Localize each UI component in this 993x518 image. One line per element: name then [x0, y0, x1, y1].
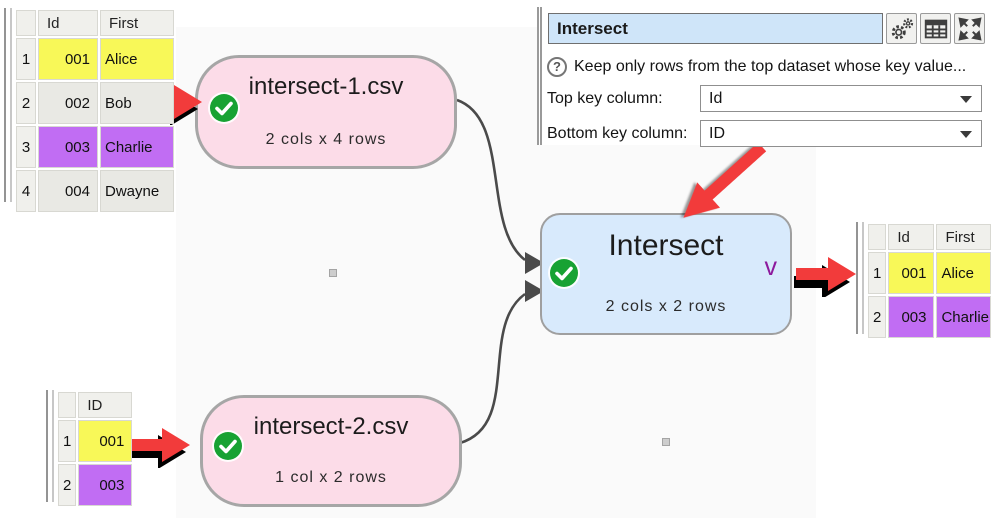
table-row: 1 001: [58, 420, 133, 462]
input-arrowhead-bottom: [525, 280, 544, 302]
gears-icon[interactable]: [886, 13, 917, 44]
corner-header: [16, 10, 36, 36]
corner-header: [868, 224, 887, 250]
row-number: 1: [868, 252, 887, 294]
row-number: 1: [58, 420, 77, 462]
cell-id: 003: [78, 464, 133, 506]
transform-settings-panel: Intersect: [537, 7, 989, 147]
connector-links: [456, 98, 544, 445]
cell-id: 004: [38, 170, 98, 212]
node-intersect-2-csv[interactable]: intersect-2.csv 1 col x 2 rows: [200, 395, 462, 507]
bottom-key-column-select[interactable]: ID: [700, 120, 982, 147]
cell-first: Bob: [100, 82, 174, 124]
cell-first: Alice: [936, 252, 991, 294]
row-number: 2: [16, 82, 36, 124]
cell-id: 001: [38, 38, 98, 80]
success-check-icon: [210, 94, 238, 122]
column-header-first: First: [100, 10, 174, 36]
chevron-down-icon: [960, 131, 972, 138]
table-icon[interactable]: [920, 13, 951, 44]
table-row: 2 003 Charlie: [868, 296, 991, 338]
cell-first: Charlie: [100, 126, 174, 168]
bottom-key-column-value: ID: [709, 124, 725, 142]
row-number: 2: [58, 464, 77, 506]
corner-header: [58, 392, 77, 418]
row-number: 3: [16, 126, 36, 168]
bottom-key-column-label: Bottom key column:: [547, 124, 688, 142]
column-header-id: ID: [78, 392, 133, 418]
table-row: 3 003 Charlie: [16, 126, 174, 168]
node-intersect-transform[interactable]: Intersect v 2 cols x 2 rows: [540, 213, 792, 335]
column-header-first: First: [936, 224, 991, 250]
node-size-label: 1 col x 2 rows: [275, 469, 387, 486]
annotation-arrow-settings: [683, 142, 767, 218]
table-row: 4 004 Dwayne: [16, 170, 174, 212]
cell-first: Alice: [100, 38, 174, 80]
grid-dot: [662, 438, 670, 446]
result-grid: Id First 1 001 Alice 2 003 Charlie: [856, 222, 993, 340]
node-title: intersect-1.csv: [248, 73, 404, 100]
top-input-grid: Id First 1 001 Alice 2 002 Bob 3 003 Cha…: [4, 8, 176, 214]
annotation-arrow-output: [794, 257, 856, 297]
column-header-id: Id: [38, 10, 98, 36]
table-row: 2 003: [58, 464, 133, 506]
transform-name-input[interactable]: Intersect: [548, 13, 883, 44]
cell-id: 001: [888, 252, 935, 294]
node-size-label: 2 cols x 4 rows: [265, 131, 387, 148]
node-size-label: 2 cols x 2 rows: [605, 298, 727, 315]
grid-dot: [329, 269, 337, 277]
row-number: 4: [16, 170, 36, 212]
top-key-column-value: Id: [709, 89, 723, 107]
cell-first: Charlie: [936, 296, 991, 338]
table-row: 1 001 Alice: [868, 252, 991, 294]
transform-description: Keep only rows from the top dataset whos…: [574, 58, 967, 75]
expand-icon[interactable]: [954, 13, 985, 44]
grid-edge-strip: [46, 390, 54, 502]
grid-edge-strip: [4, 8, 12, 202]
annotation-arrow-bottom-input: [128, 428, 190, 468]
node-intersect-1-csv[interactable]: intersect-1.csv 2 cols x 4 rows: [195, 55, 457, 169]
cell-id: 003: [888, 296, 935, 338]
cell-id: 001: [78, 420, 133, 462]
node-title: intersect-2.csv: [253, 413, 409, 440]
table-row: 2 002 Bob: [16, 82, 174, 124]
row-number: 1: [16, 38, 36, 80]
cell-id: 003: [38, 126, 98, 168]
cell-first: Dwayne: [100, 170, 174, 212]
top-key-column-select[interactable]: Id: [700, 85, 982, 112]
column-header-id: Id: [888, 224, 935, 250]
grid-edge-strip: [856, 222, 864, 334]
success-check-icon: [214, 432, 242, 460]
cell-id: 002: [38, 82, 98, 124]
bottom-input-grid: ID 1 001 2 003: [46, 390, 134, 508]
output-connector-v[interactable]: v: [764, 253, 778, 281]
chevron-down-icon: [960, 96, 972, 103]
table-row: 1 001 Alice: [16, 38, 174, 80]
input-arrowhead-top: [525, 252, 544, 274]
success-check-icon: [550, 259, 578, 287]
top-key-column-label: Top key column:: [547, 89, 663, 107]
row-number: 2: [868, 296, 887, 338]
help-icon[interactable]: ?: [547, 57, 567, 77]
node-title: Intersect: [608, 229, 724, 262]
